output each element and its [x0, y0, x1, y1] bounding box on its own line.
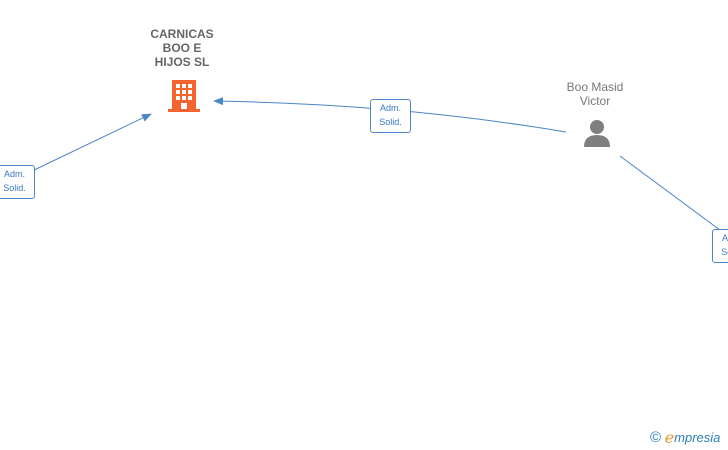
edge-label-line: Adm.: [3, 169, 25, 179]
person-icon[interactable]: [582, 118, 612, 148]
copyright-icon: ©: [650, 429, 662, 446]
edge-label-adm-solid[interactable]: Adm. Solid.: [712, 229, 728, 263]
company-name-line: CARNICAS: [150, 27, 214, 41]
company-name-line: HIJOS SL: [154, 55, 210, 69]
edge-label-line: Solid.: [721, 247, 728, 257]
company-name-line: BOO E: [162, 41, 202, 55]
edge-label-line: Solid.: [3, 183, 26, 193]
person-name-line: Boo Masid: [566, 80, 624, 94]
edge-person-to-right: [619, 155, 728, 237]
company-name[interactable]: CARNICAS BOO E HIJOS SL: [132, 27, 232, 69]
edge-label-line: Solid.: [379, 117, 402, 127]
edge-label-adm-solid[interactable]: Adm. Solid.: [0, 165, 35, 199]
edge-label-line: Adm.: [379, 103, 401, 113]
edge-label-line: Adm.: [721, 233, 728, 243]
edge-left-to-company: [29, 113, 152, 173]
brand-name: mpresia: [674, 430, 721, 445]
empresia-watermark: © empresia: [650, 428, 728, 448]
person-name-line: Victor: [579, 94, 611, 108]
brand-initial: e: [664, 428, 675, 447]
building-icon[interactable]: [167, 78, 201, 113]
person-name[interactable]: Boo Masid Victor: [545, 80, 645, 108]
edge-label-adm-solid[interactable]: Adm. Solid.: [370, 99, 411, 133]
